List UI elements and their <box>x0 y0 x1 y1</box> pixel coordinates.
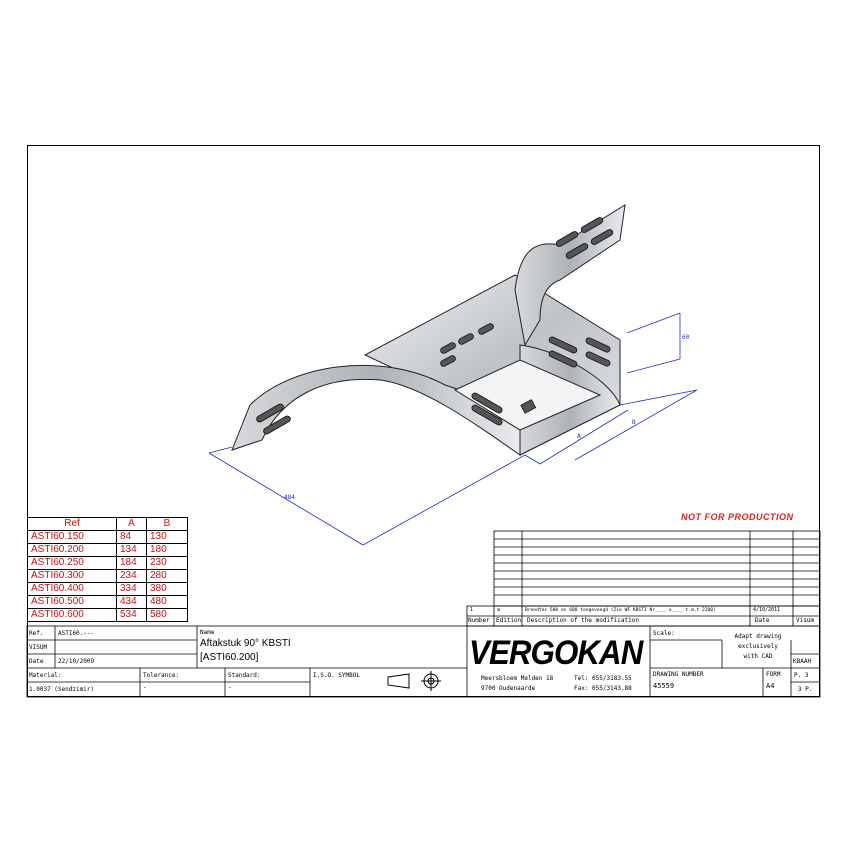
table-row: ASTI60.250 184 230 <box>27 556 188 570</box>
name-label: Name <box>200 629 215 636</box>
scale-label: Scale: <box>653 630 675 637</box>
adapt-note-line-3: with CAD <box>743 653 773 660</box>
b-cell: 480 <box>146 595 188 609</box>
a-cell: 234 <box>116 569 147 583</box>
ref-header: Ref <box>27 517 117 531</box>
iso-projection-symbol <box>387 671 441 691</box>
ref-cell: ASTI60.600 <box>27 608 117 622</box>
table-row: ASTI60.400 334 380 <box>27 582 188 596</box>
part-ref: [ASTI60.200] <box>200 652 259 663</box>
tolerance-label: Tolerance: <box>143 672 180 679</box>
adapt-note-line-2: exclusively <box>738 643 778 650</box>
standard-value: - <box>228 684 232 691</box>
a-cell: 184 <box>116 556 147 570</box>
title-block-grid <box>26 625 821 698</box>
b-cell: 180 <box>146 543 188 557</box>
table-row: ASTI60.300 234 280 <box>27 569 188 583</box>
revision-header-number: Number <box>468 617 490 624</box>
b-cell: 380 <box>146 582 188 596</box>
tolerance-value: - <box>143 684 147 691</box>
b-cell: 280 <box>146 569 188 583</box>
table-row: ASTI60.150 84 130 <box>27 530 188 544</box>
dimension-label-b: B <box>632 419 636 426</box>
standard-label: Standard: <box>228 672 261 679</box>
visum-label: VISUM <box>29 644 48 651</box>
table-row: ASTI60.200 134 180 <box>27 543 188 557</box>
revision-edition: a <box>497 607 501 613</box>
revision-date: 4/10/2011 <box>753 607 781 613</box>
address-line-1: Meersbloem Melden 18 <box>481 675 554 682</box>
vergokan-logo: VERGOKAN <box>469 634 643 672</box>
ref-cell: ASTI60.200 <box>27 543 117 557</box>
b-cell: 130 <box>146 530 188 544</box>
b-cell: 230 <box>146 556 188 570</box>
table-row: ASTI60.500 434 480 <box>27 595 188 609</box>
revision-number: 1 <box>470 607 474 613</box>
drawing-sheet-border <box>27 145 820 697</box>
ref-cell: ASTI60.400 <box>27 582 117 596</box>
b-header: B <box>146 517 188 531</box>
page-count: 3 P. <box>798 686 813 693</box>
drawing-number: 45559 <box>653 682 675 690</box>
drawing-number-label: DRAWING NUMBER <box>653 671 704 678</box>
revision-header-date: Date <box>755 617 770 624</box>
date-label: Date <box>29 658 44 665</box>
a-cell: 134 <box>116 543 147 557</box>
iso-symbol-label: I.S.O. SYMBOL <box>313 672 360 679</box>
address-line-2: 9700 Oudenaarde <box>481 685 536 692</box>
not-for-production-stamp: NOT FOR PRODUCTION <box>681 512 794 522</box>
telephone: Tel: 055/3183.55 <box>574 675 632 682</box>
a-cell: 434 <box>116 595 147 609</box>
ref-cell: ASTI60.250 <box>27 556 117 570</box>
adapt-note-line-1: Adapt drawing <box>734 633 782 640</box>
material-value: 1.0037 (Sendzimir) <box>29 686 95 693</box>
ref-dimension-table: Ref A B ASTI60.150 84 130 ASTI60.200 134… <box>27 517 188 622</box>
part-name: Aftakstuk 90° KBSTI <box>200 638 291 649</box>
dimension-label-height: 60 <box>682 334 690 341</box>
material-label: Material: <box>29 672 62 679</box>
dimension-label-length: 484 <box>284 494 295 501</box>
date-value: 22/10/2009 <box>58 658 95 665</box>
revision-header-visum: Visum <box>796 617 815 624</box>
form-label: FORM <box>766 671 781 678</box>
ref-label: Ref. <box>29 630 44 637</box>
ref-cell: ASTI60.300 <box>27 569 117 583</box>
revision-description: Breedtes 500 en 600 toegevoegd (Zie WF K… <box>525 608 716 613</box>
tee-piece-isometric <box>231 204 626 456</box>
ref-cell: ASTI60.500 <box>27 595 117 609</box>
table-row: ASTI60.600 534 580 <box>27 608 188 622</box>
revision-header-description: Description of the modification <box>527 617 639 624</box>
page-number: P. 3 <box>794 672 809 679</box>
fax: Fax: 055/3143.88 <box>574 685 632 692</box>
a-cell: 84 <box>116 530 147 544</box>
dimension-label-a: A <box>577 433 581 440</box>
a-cell: 334 <box>116 582 147 596</box>
kbaah-code: KBAAH <box>793 658 812 665</box>
a-cell: 534 <box>116 608 147 622</box>
form-value: A4 <box>766 682 775 690</box>
revision-header-edition: Edition <box>496 617 522 624</box>
b-cell: 580 <box>146 608 188 622</box>
dimension-lines <box>208 312 698 546</box>
a-header: A <box>116 517 147 531</box>
ref-cell: ASTI60.150 <box>27 530 117 544</box>
ref-value: ASTI60.--- <box>58 630 95 637</box>
